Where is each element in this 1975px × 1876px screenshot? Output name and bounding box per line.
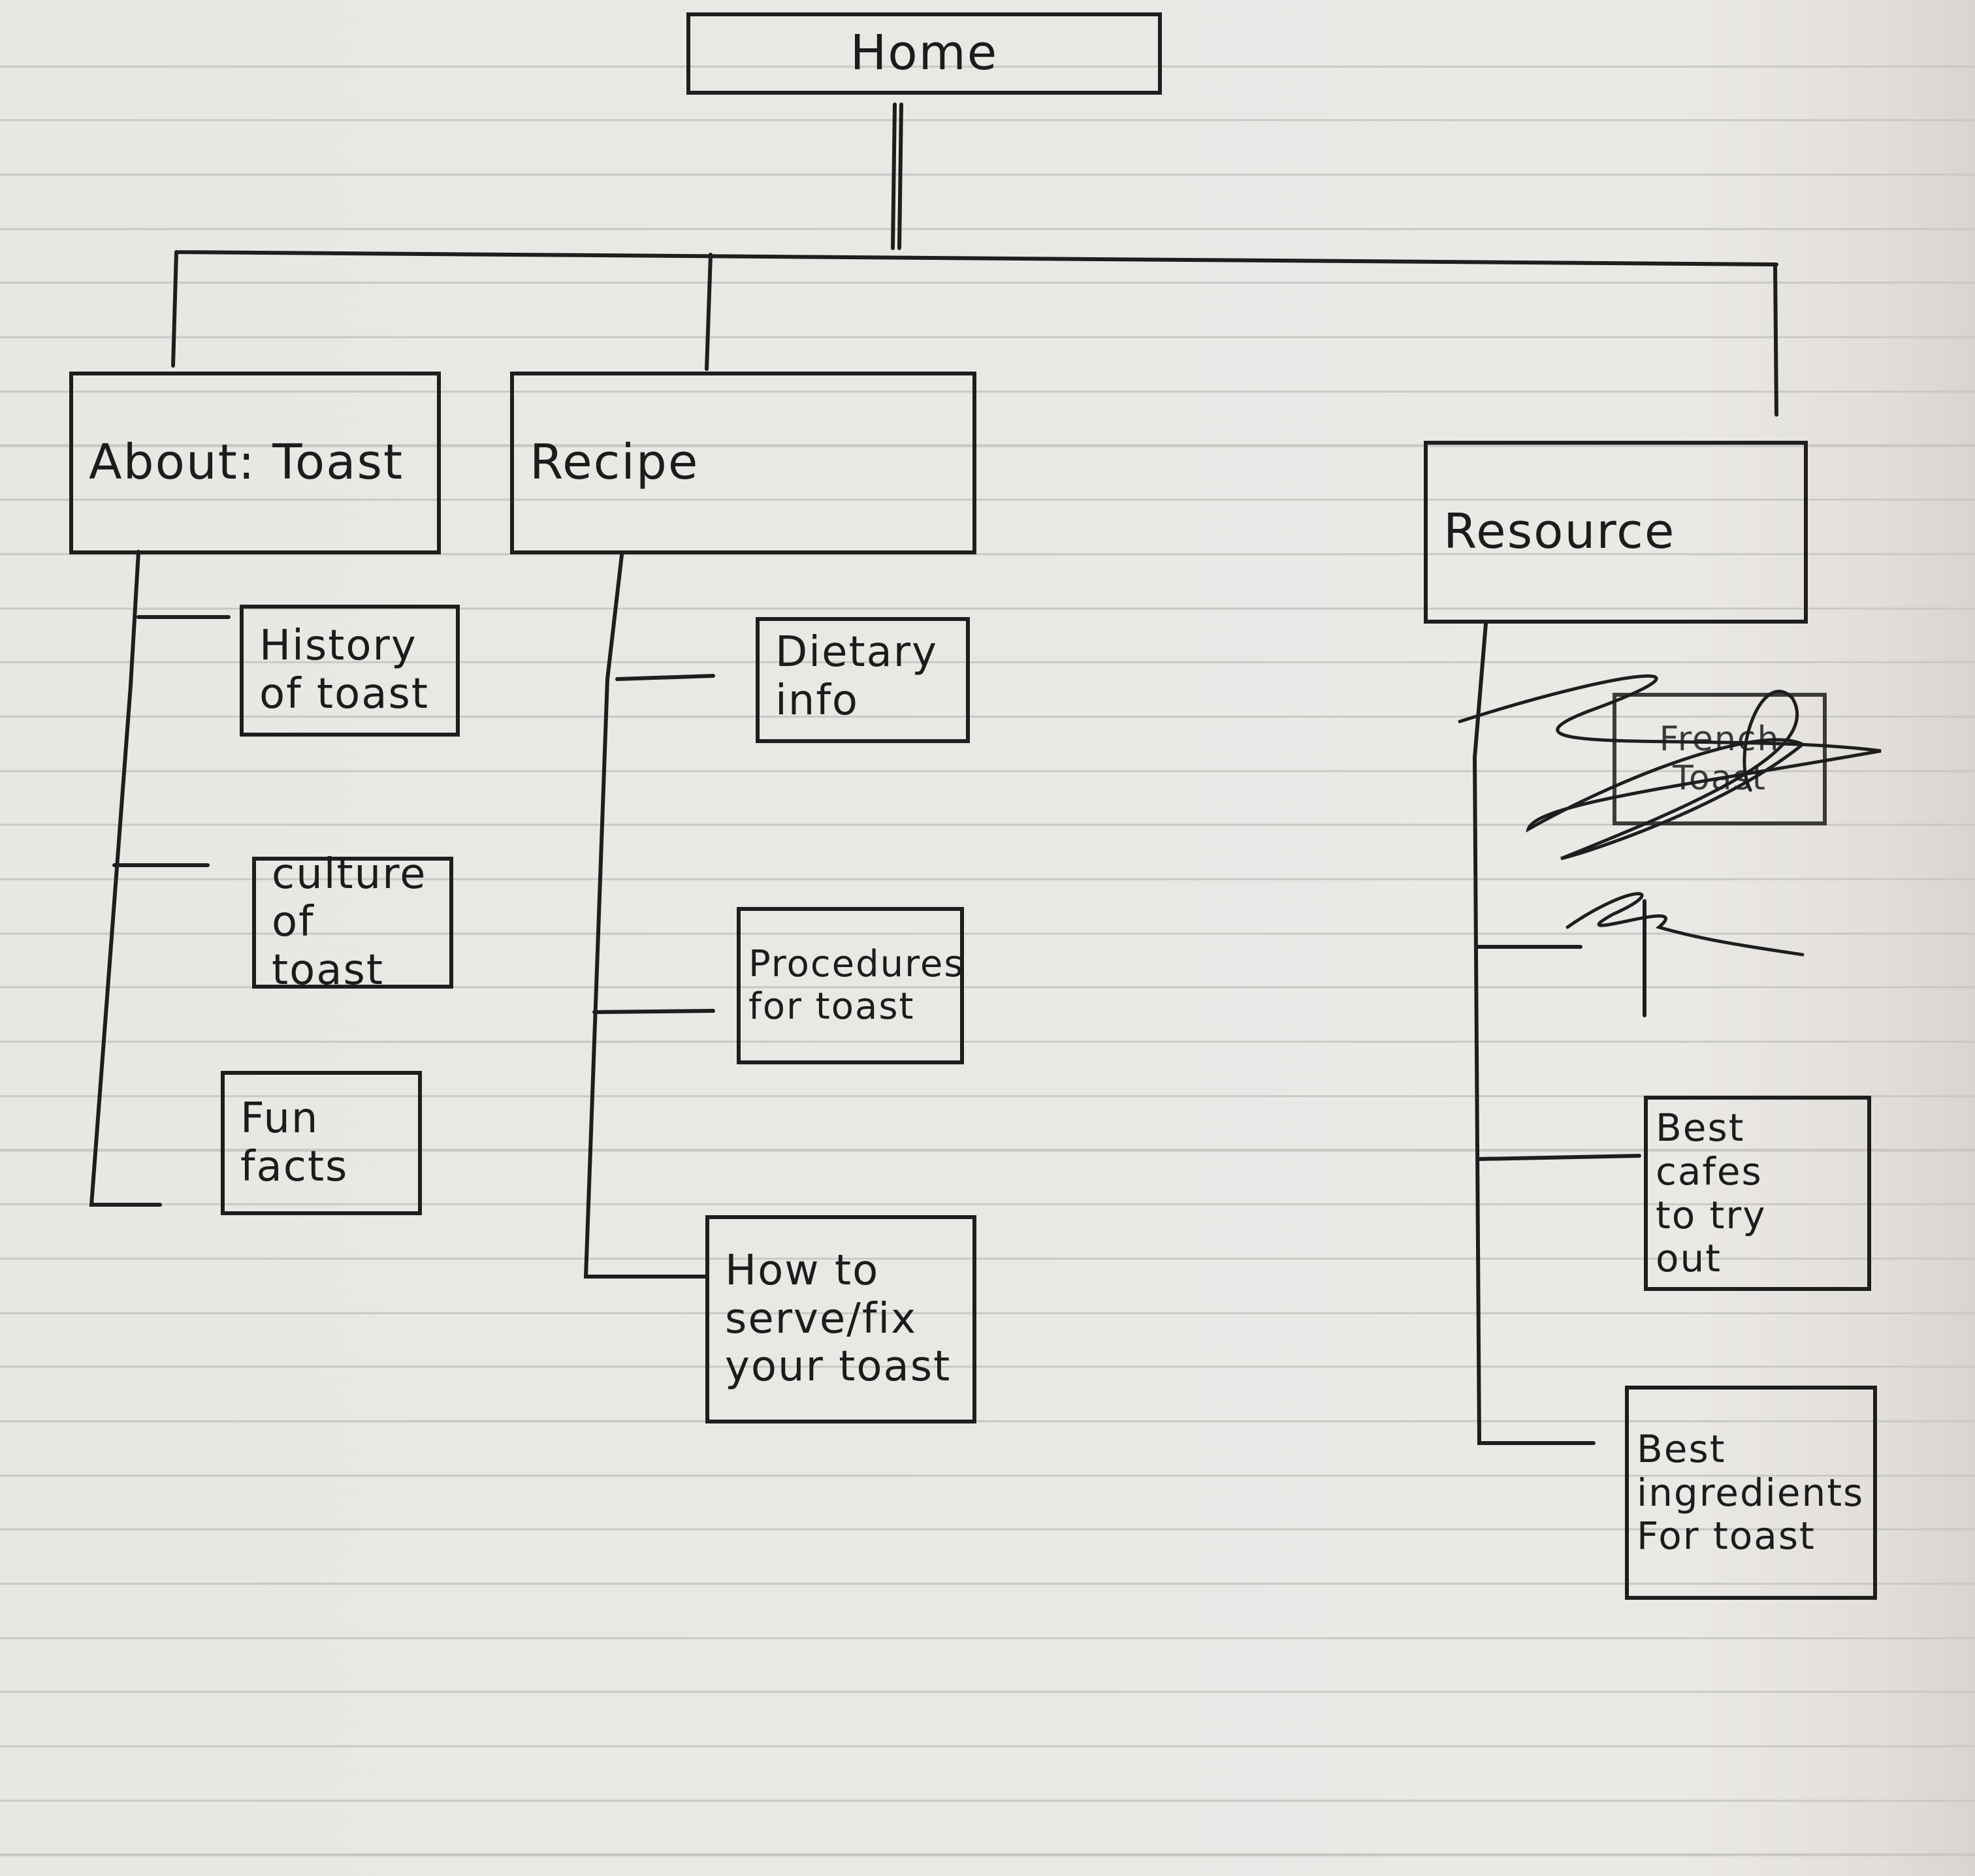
how-to-serve-node: How to serve/fix your toast [705, 1215, 976, 1423]
node-text: French [1659, 719, 1780, 759]
fun-facts-node: Fun facts [221, 1071, 422, 1215]
node-text: Toast [1672, 758, 1767, 798]
best-cafes-node: Best cafes to try out [1644, 1096, 1871, 1291]
home-node: Home [686, 12, 1162, 95]
resource-node: Resource [1424, 441, 1808, 624]
node-text: facts [240, 1142, 349, 1191]
node-text: your toast [725, 1343, 952, 1391]
node-text: info [775, 676, 859, 725]
node-text: to try [1656, 1192, 1767, 1237]
node-text: For toast [1637, 1514, 1816, 1559]
french-toast-node-crossed-out: French Toast [1613, 693, 1827, 825]
recipe-branch [583, 553, 715, 1279]
resource-branch [1472, 622, 1646, 1445]
culture-of-toast-node: culture of toast [252, 850, 453, 994]
node-text: for toast [748, 985, 915, 1028]
node-text: serve/fix [725, 1294, 918, 1343]
node-text: of toast [259, 670, 429, 718]
best-ingredients-node: Best ingredients For toast [1625, 1386, 1877, 1600]
node-text: ingredients [1637, 1470, 1865, 1515]
node-text: How to [725, 1247, 880, 1296]
node-text: Procedures [748, 943, 965, 986]
top-branch-line [171, 250, 1778, 417]
node-text: out [1656, 1236, 1722, 1281]
node-text: of toast [272, 898, 384, 994]
procedures-for-toast-node: Procedures for toast [737, 907, 964, 1064]
recipe-label: Recipe [530, 434, 699, 491]
recipe-node: Recipe [510, 372, 976, 554]
home-connector [891, 103, 903, 250]
about-toast-node: About: Toast [69, 372, 441, 554]
history-of-toast-node: History of toast [240, 605, 460, 737]
scribble-mark [1458, 674, 1882, 957]
node-text: History [259, 622, 417, 671]
about-toast-label: About: Toast [89, 434, 404, 491]
dietary-info-node: Dietary info [756, 617, 970, 743]
node-text: Best cafes [1656, 1105, 1763, 1194]
node-text: culture [272, 850, 427, 898]
node-text: Fun [240, 1094, 319, 1143]
node-text: Best [1637, 1426, 1726, 1471]
node-text: Dietary [775, 628, 938, 676]
about-branch [89, 550, 231, 1207]
home-label: Home [850, 25, 999, 82]
resource-label: Resource [1443, 503, 1676, 560]
